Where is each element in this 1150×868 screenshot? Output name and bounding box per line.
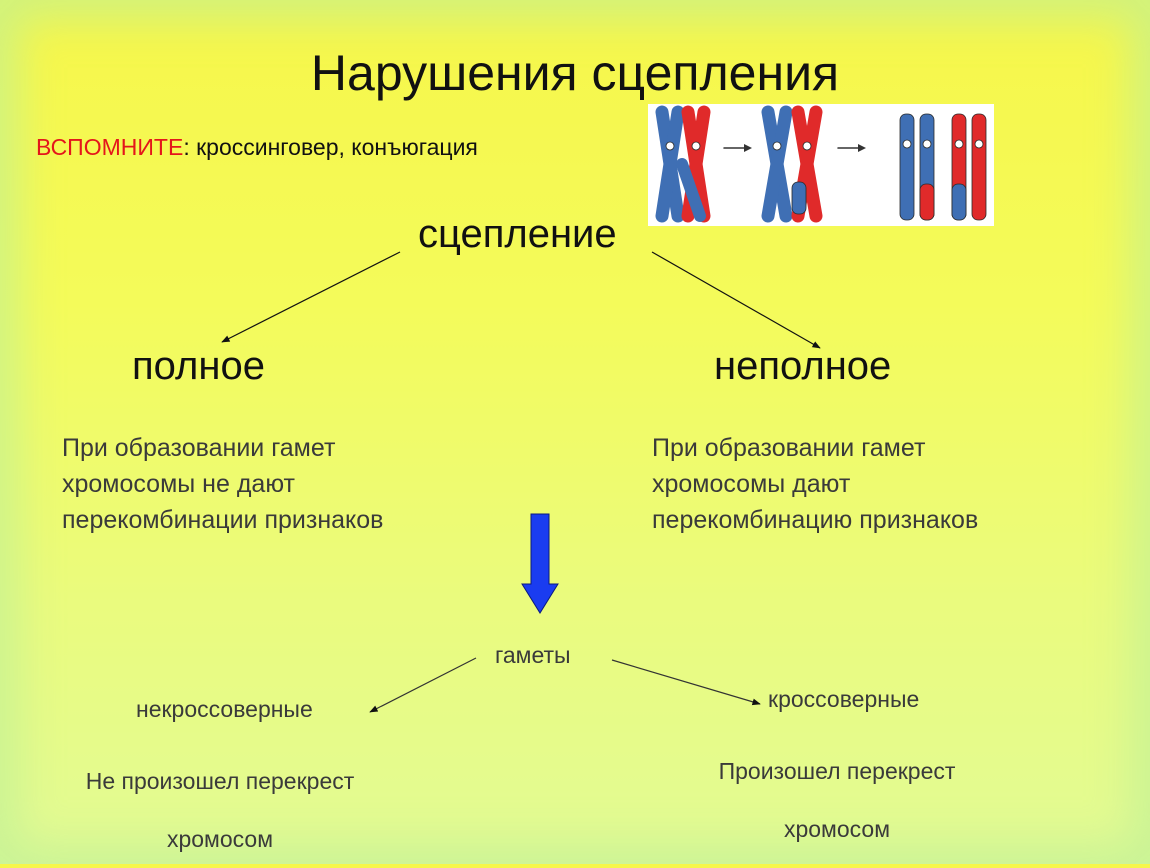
description-line: перекомбинацию признаков bbox=[652, 506, 979, 534]
gametes-node: гаметы bbox=[495, 642, 571, 668]
description-line: При образовании гамет bbox=[62, 434, 336, 462]
recall-text: : кроссинговер, конъюгация bbox=[183, 134, 478, 160]
linkage-node: сцепление bbox=[418, 212, 617, 256]
description-line: хромосомы не дают bbox=[62, 470, 295, 498]
note-line: Не произошел перекрест bbox=[85, 768, 355, 794]
description-line: При образовании гамет bbox=[652, 434, 926, 462]
full-linkage-node: полное bbox=[132, 344, 265, 388]
full-linkage-description: При образовании гамет хромосомы не дают … bbox=[62, 430, 383, 538]
crossover-node: кроссоверные bbox=[768, 686, 920, 712]
noncrossover-note: Не произошел перекрест хромосом bbox=[60, 752, 380, 868]
recall-label: ВСПОМНИТЕ bbox=[36, 134, 184, 160]
slide-title: Нарушения сцепления bbox=[310, 45, 840, 101]
arrow-to-partial bbox=[651, 251, 821, 349]
partial-linkage-node: неполное bbox=[714, 344, 892, 388]
note-line: хромосом bbox=[783, 816, 891, 842]
partial-linkage-description: При образовании гамет хромосомы дают пер… bbox=[652, 430, 978, 538]
description-line: хромосомы дают bbox=[652, 470, 851, 498]
arrow-to-full bbox=[221, 251, 401, 343]
crossing-over-illustration bbox=[648, 104, 994, 226]
down-arrow-icon bbox=[521, 513, 559, 614]
recall-line: ВСПОМНИТЕ: кроссинговер, конъюгация bbox=[36, 134, 478, 161]
note-line: хромосом bbox=[166, 826, 274, 852]
arrow-to-crossover bbox=[611, 659, 761, 706]
arrow-to-noncrossover bbox=[369, 657, 477, 713]
noncrossover-node: некроссоверные bbox=[136, 696, 313, 722]
note-line: Произошел перекрест bbox=[718, 758, 956, 784]
description-line: перекомбинации признаков bbox=[62, 506, 384, 534]
crossover-note: Произошел перекрест хромосом bbox=[684, 742, 990, 858]
